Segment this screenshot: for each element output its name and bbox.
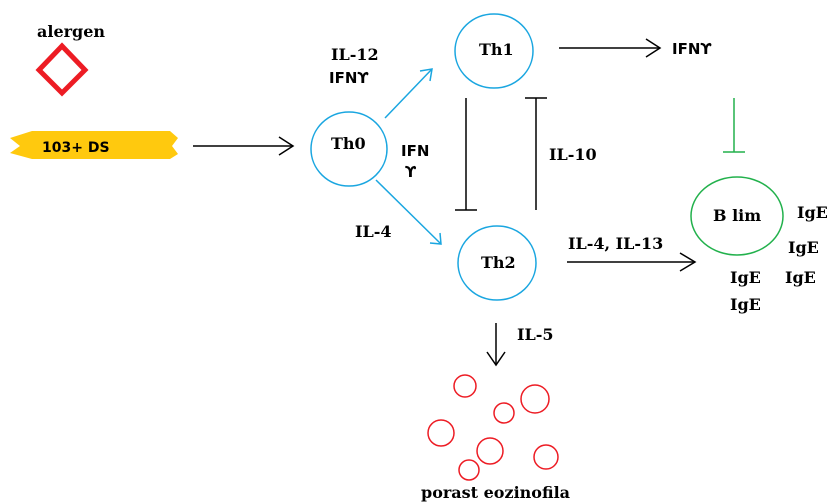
arrow-th0-to-th2 xyxy=(375,179,442,245)
eosinophil-cell xyxy=(533,444,559,470)
il5-label: IL-5 xyxy=(517,325,554,344)
arrowhead-th0-to-th2 xyxy=(429,232,442,245)
eosinophil-cell xyxy=(427,419,455,447)
th2-label: Th2 xyxy=(481,253,516,272)
ifn-inhibit-label-line1: IFN xyxy=(401,142,429,160)
ige-label-5: IgE xyxy=(730,295,761,314)
eosinophil-cell xyxy=(453,374,477,398)
ige-label-2: IgE xyxy=(788,238,819,257)
il10-label: IL-10 xyxy=(549,145,597,164)
eosinophil-cell xyxy=(458,459,480,481)
il4-il13-label: IL-4, IL-13 xyxy=(568,234,663,253)
arrowhead-ds-to-th0 xyxy=(278,136,295,156)
eosinophil-cell xyxy=(520,384,550,414)
eosinophil-caption: porast eozinofila xyxy=(421,483,570,502)
ifn-th0-th1-label: IFNϒ xyxy=(329,69,369,87)
ifn-output-label: IFNϒ xyxy=(672,40,712,58)
ds-badge-shape xyxy=(10,131,178,159)
arrowhead-th0-to-th1 xyxy=(419,68,433,82)
th1-cell xyxy=(454,13,534,89)
b-cell-label: B lim xyxy=(713,206,761,225)
eosinophil-cell xyxy=(476,437,504,465)
il4-label: IL-4 xyxy=(355,222,392,241)
allergen-label: alergen xyxy=(37,22,105,41)
ige-label-1: IgE xyxy=(797,203,828,222)
th0-cell xyxy=(310,111,388,187)
eosinophil-cell xyxy=(493,402,515,424)
il12-label: IL-12 xyxy=(331,45,379,64)
b-cell xyxy=(690,176,784,256)
ifn-inhibit-label-line2: ϒ xyxy=(405,163,417,181)
th1-label: Th1 xyxy=(479,40,514,59)
ige-label-3: IgE xyxy=(730,268,761,287)
th2-cell xyxy=(457,225,537,301)
arrowhead-th1-to-ifn xyxy=(645,38,662,58)
ige-label-4: IgE xyxy=(785,268,816,287)
allergen-diamond-icon xyxy=(35,42,89,97)
th0-label: Th0 xyxy=(331,134,366,153)
ds-badge-label: 103+ DS xyxy=(42,140,110,156)
arrowhead-th2-to-eosinophils xyxy=(486,351,506,367)
arrow-th0-to-th1 xyxy=(384,68,433,119)
arrowhead-th2-to-bcell xyxy=(679,252,697,272)
